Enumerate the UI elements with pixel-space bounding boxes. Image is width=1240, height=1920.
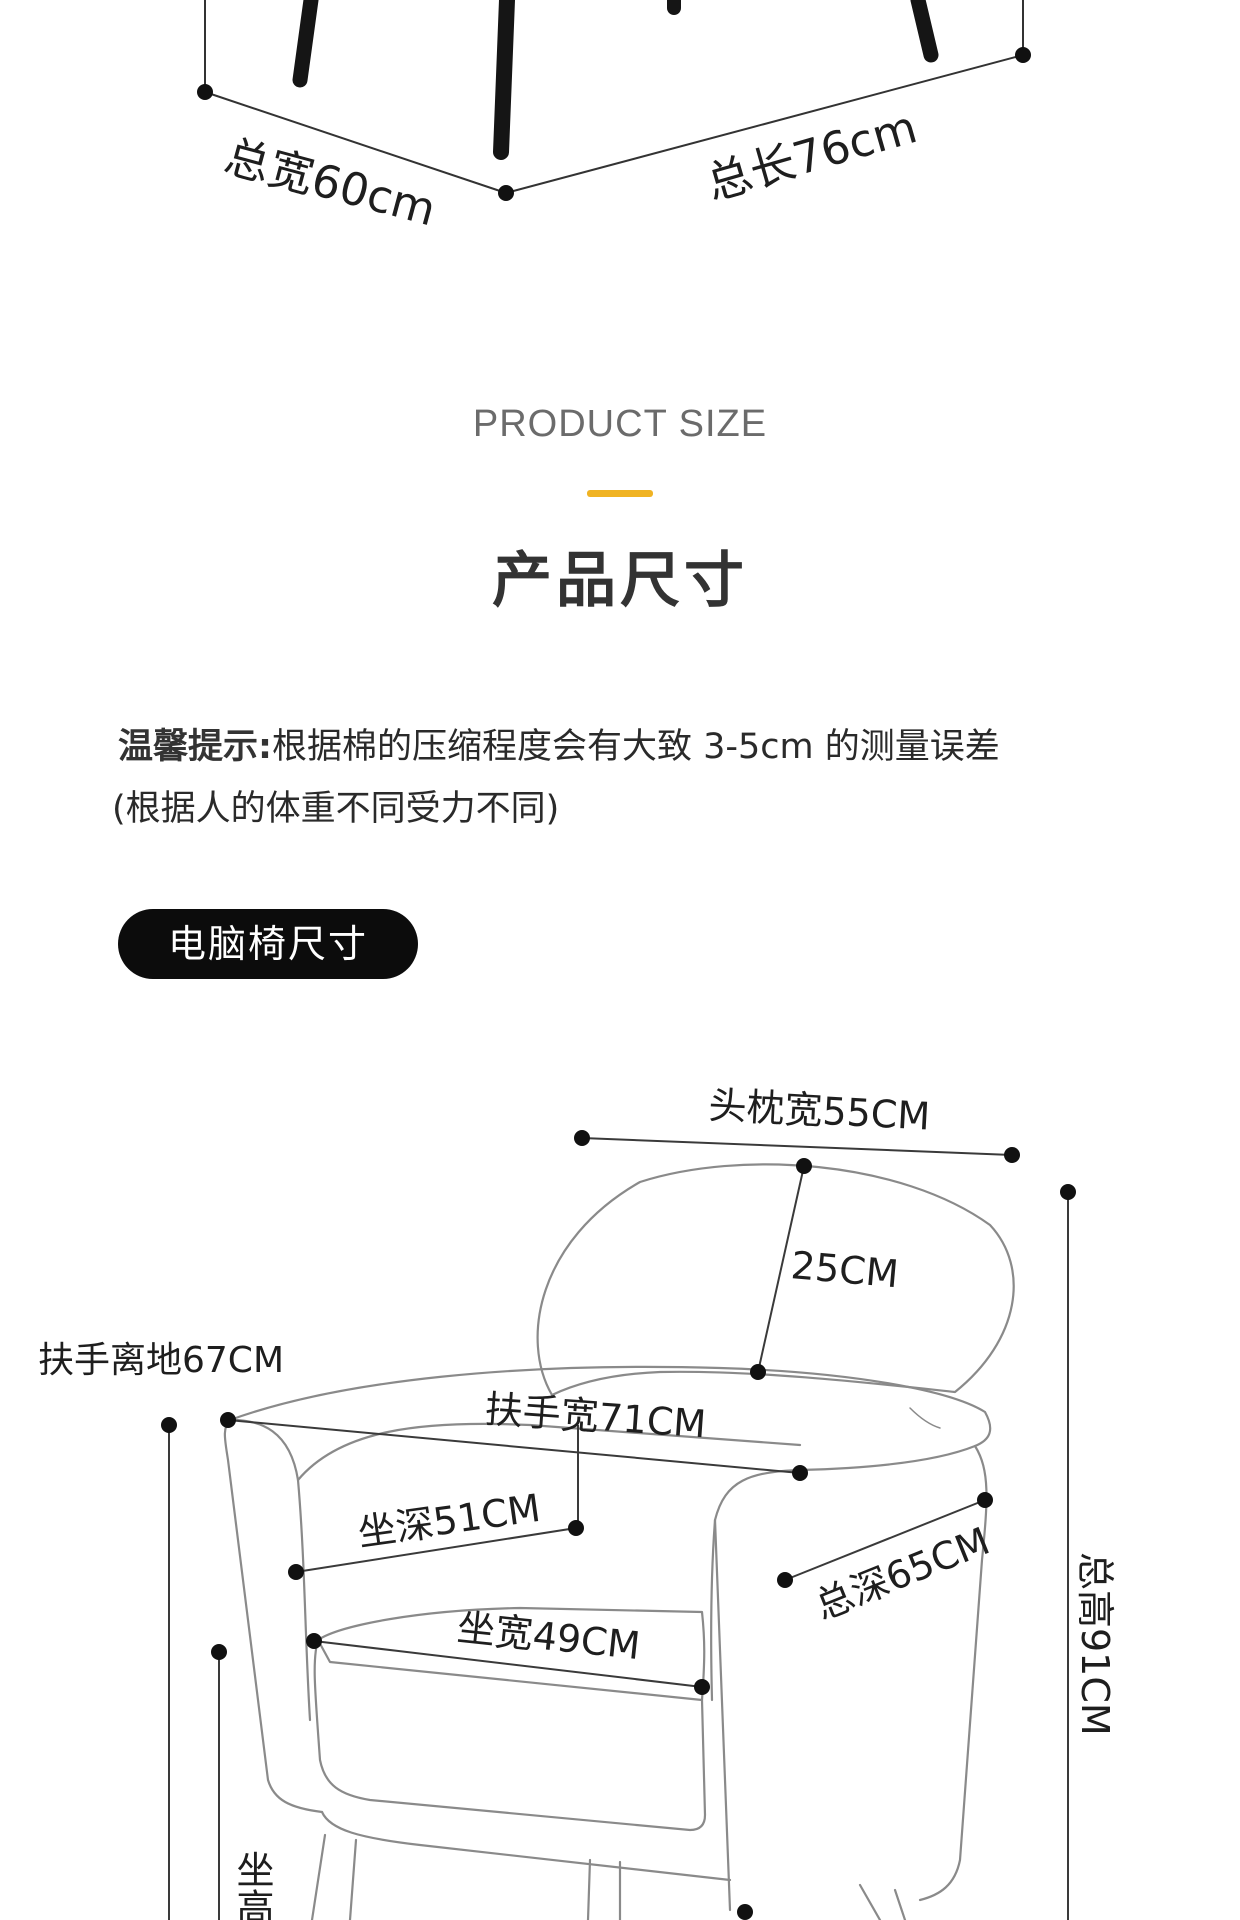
legs (310, 1833, 907, 1920)
notice-line2: (根据人的体重不同受力不同) (112, 789, 560, 829)
seat-depth-label: 坐深51CM (355, 1486, 543, 1555)
total-width-label: 总宽60cm (219, 129, 441, 236)
left-arm-outline (223, 1418, 324, 1814)
section-title: 产品尺寸 (492, 546, 748, 616)
section-accent-bar (587, 490, 653, 497)
armrest-width-label: 扶手宽71CM (483, 1387, 707, 1446)
section-subtitle: PRODUCT SIZE (472, 403, 768, 445)
chair-dimension-lines (168, 1137, 1069, 1920)
chair-size-tag: 电脑椅尺寸 (118, 909, 418, 979)
top-chair-legs (292, 0, 939, 160)
seat-cushion (316, 1606, 706, 1702)
armrest-floor-label: 扶手离地67CM (38, 1340, 284, 1381)
total-depth-label: 总深65CM (809, 1519, 996, 1629)
total-length-label: 总长76cm (700, 100, 922, 210)
chair-outline (223, 1163, 1015, 1920)
top-dimension-lines (204, 0, 1024, 194)
seat-height-label: 坐高 (230, 1850, 274, 1920)
total-height-label: 总高91CM (1073, 1552, 1117, 1736)
notice-lead: 温馨提示: (118, 727, 272, 767)
measurement-notice: 温馨提示:根据棉的压缩程度会有大致 3-5cm 的测量误差 (根据人的体重不同受… (112, 716, 1000, 840)
backrest-top (228, 1365, 992, 1448)
notice-text: 根据棉的压缩程度会有大致 3-5cm 的测量误差 (272, 727, 1000, 767)
headrest-height-label: 25CM (789, 1243, 900, 1296)
right-arm-outline (713, 1444, 977, 1912)
chair-dimension-dots (161, 1130, 1076, 1920)
headrest-outline (536, 1163, 1015, 1397)
seat-width-label: 坐宽49CM (455, 1605, 642, 1668)
headrest-width-label: 头枕宽55CM (708, 1083, 932, 1139)
top-dimension-dots (197, 47, 1031, 201)
